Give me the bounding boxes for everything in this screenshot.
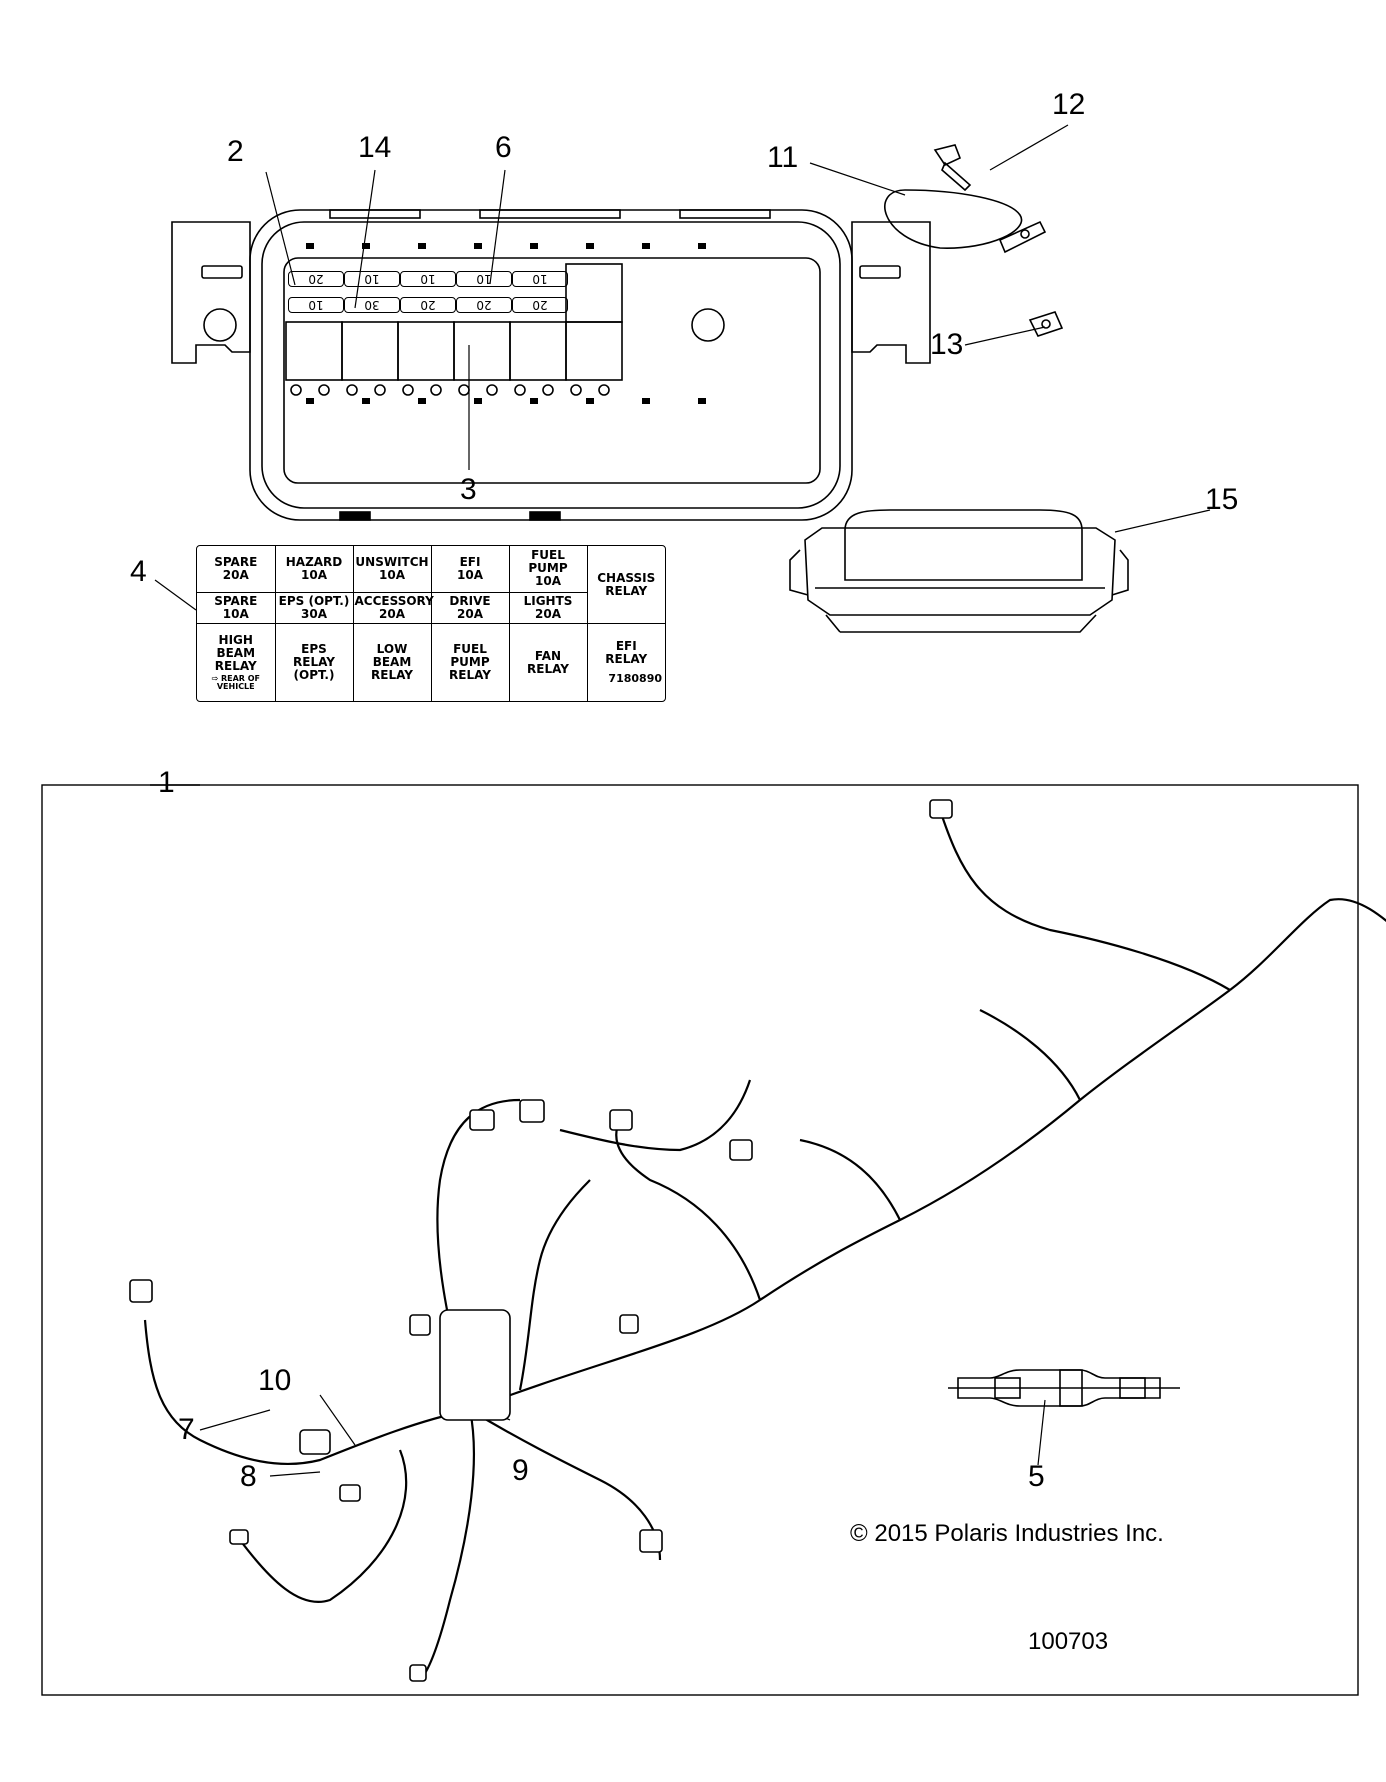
decal-part-number: 7180890	[608, 672, 662, 685]
screw-drawing	[933, 144, 972, 192]
mounting-hole-left	[203, 308, 237, 342]
relay-bay-holes	[290, 384, 610, 396]
copyright-notice: © 2015 Polaris Industries Inc.	[850, 1520, 1164, 1547]
relay-cell: FUEL PUMP RELAY	[430, 623, 510, 701]
fuse-value: 10	[344, 271, 400, 287]
fuse-value: 20	[512, 297, 568, 313]
harness-frame	[41, 784, 1359, 1696]
u-nut-drawing	[1028, 311, 1064, 337]
relay-bays	[285, 263, 623, 381]
inline-fuse-holder-drawing	[948, 1369, 1180, 1407]
fuse-cell: EPS (OPT.)30A	[274, 591, 354, 625]
callout-1: 1	[158, 766, 175, 799]
callout-3: 3	[460, 473, 477, 506]
fuse-box-top-view	[171, 209, 931, 521]
leader-lines	[154, 124, 1211, 1477]
callout-9: 9	[512, 1454, 529, 1487]
callout-2: 2	[227, 135, 244, 168]
relay-cell: HIGH BEAM RELAY⇨ REAR OF VEHICLE	[197, 623, 276, 701]
fuse-value: 20	[456, 297, 512, 313]
latch-marks	[306, 243, 706, 404]
callout-12: 12	[1052, 88, 1086, 121]
relay-cell: LOW BEAM RELAY	[352, 623, 432, 701]
arrow-right-icon: ⇨	[211, 674, 219, 683]
callout-10: 10	[258, 1364, 292, 1397]
callout-7: 7	[178, 1413, 195, 1446]
fuse-box-cover-drawing	[789, 509, 1129, 633]
callout-4: 4	[130, 555, 147, 588]
fuse-value: 30	[344, 297, 400, 313]
fuse-value: 20	[288, 271, 344, 287]
connectors	[129, 799, 953, 1682]
rear-of-vehicle-note: ⇨ REAR OF VEHICLE	[211, 674, 261, 691]
fuse-value: 20	[400, 297, 456, 313]
fuse-box-in-harness	[439, 1309, 511, 1421]
mounting-hole-right	[691, 308, 725, 342]
callout-8: 8	[240, 1460, 257, 1493]
drawing-number: 100703	[1028, 1628, 1109, 1655]
callout-5: 5	[1028, 1460, 1045, 1493]
callout-14: 14	[358, 131, 392, 164]
fuse-box-fuse-values: 10 10 10 10 20 20 20 20 30 10	[288, 266, 568, 318]
wire-harness-drawing	[143, 809, 1386, 1681]
fuse-value: 10	[512, 271, 568, 287]
callout-6: 6	[495, 131, 512, 164]
callout-15: 15	[1205, 483, 1239, 516]
callout-13: 13	[930, 328, 964, 361]
callout-11: 11	[767, 141, 799, 174]
fuse-value: 10	[456, 271, 512, 287]
chassis-relay-cell: CHASSIS RELAY	[586, 546, 665, 624]
fuse-value: 10	[400, 271, 456, 287]
relay-cell: FAN RELAY	[508, 623, 588, 701]
p-clamp-drawing	[884, 189, 1047, 254]
relay-cell: EPS RELAY (OPT.)	[274, 623, 354, 701]
fuse-value: 10	[288, 297, 344, 313]
